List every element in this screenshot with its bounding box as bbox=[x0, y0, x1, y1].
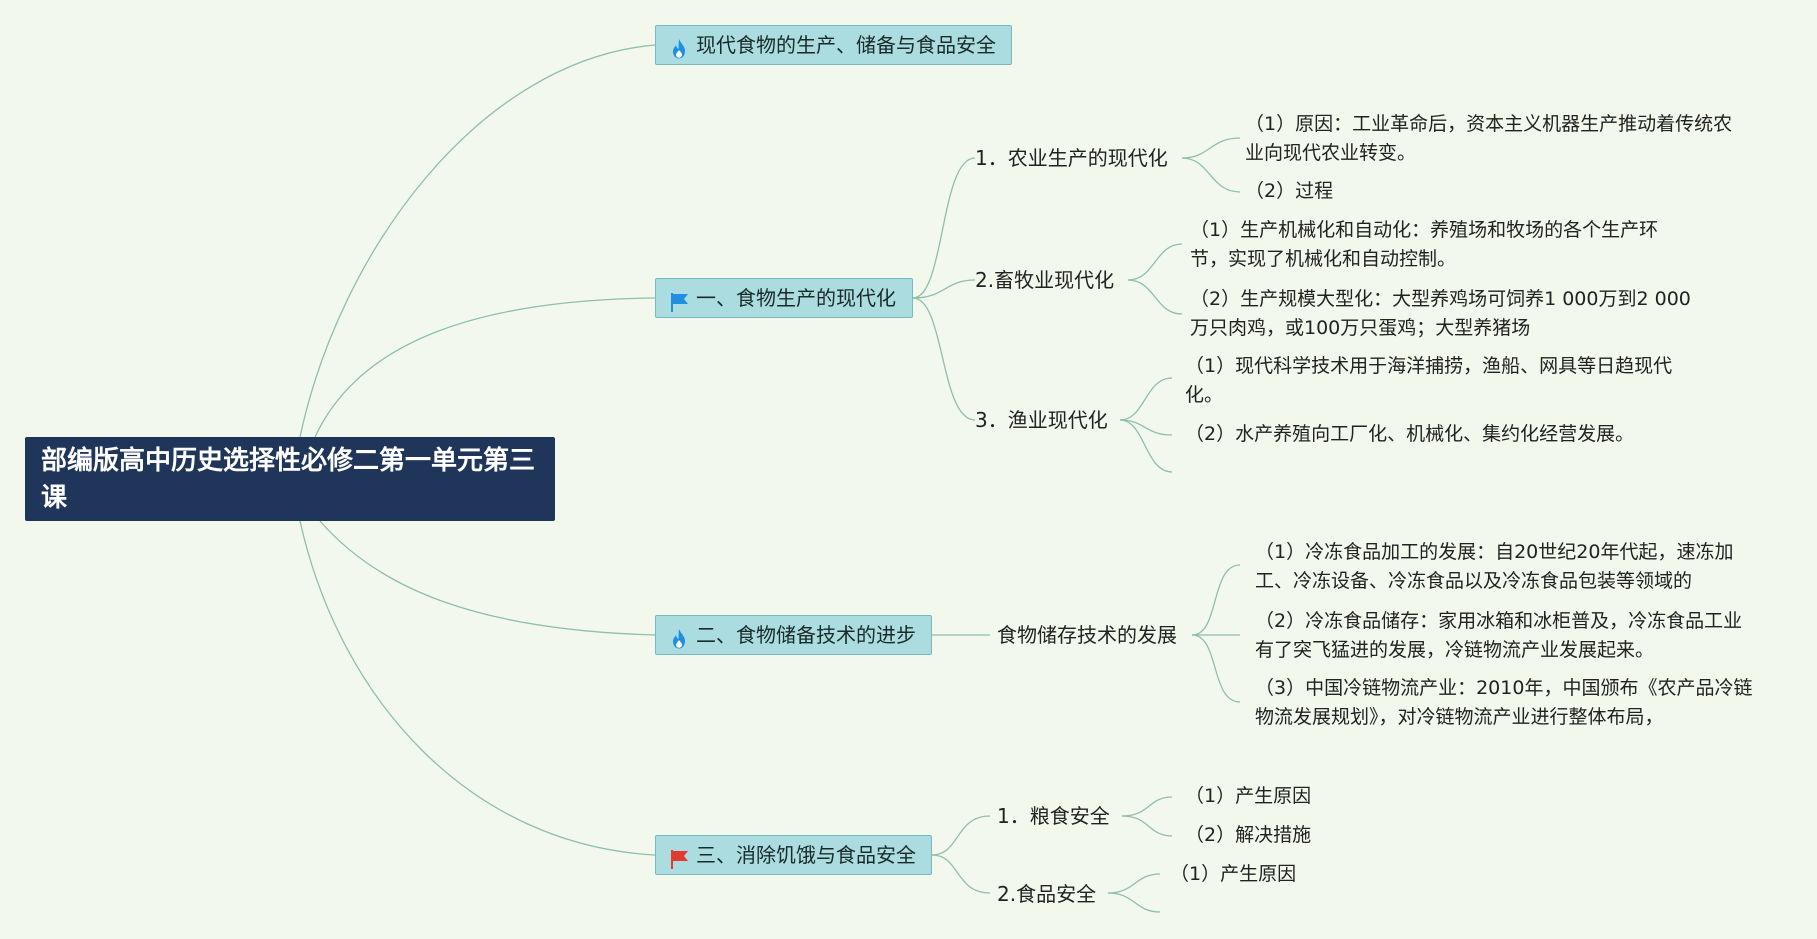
detail-grain-cause[interactable]: （1）产生原因 bbox=[1185, 785, 1312, 807]
topic-food-storage[interactable]: 二、食物储备技术的进步 bbox=[655, 615, 932, 655]
link-root-t2 bbox=[319, 520, 656, 636]
subtopic-grain-security[interactable]: 1．粮食安全 bbox=[997, 804, 1110, 828]
topic-overview-label: 现代食物的生产、储备与食品安全 bbox=[696, 33, 996, 57]
flag-blue-icon bbox=[668, 287, 690, 312]
subtopic-livestock[interactable]: 2.畜牧业现代化 bbox=[975, 268, 1115, 292]
link-c31-d1 bbox=[1121, 796, 1173, 817]
link-c1-d1 bbox=[1181, 137, 1241, 159]
topic-food-production-label: 一、食物生产的现代化 bbox=[696, 286, 896, 310]
link-c21-d3 bbox=[1191, 634, 1241, 703]
link-c31-d2 bbox=[1121, 815, 1173, 837]
subtopic-fishery[interactable]: 3．渔业现代化 bbox=[975, 408, 1108, 432]
link-t1-c3 bbox=[912, 297, 976, 421]
detail-livestock-scale[interactable]: （2）生产规模大型化：大型养鸡场可饲养1 000万到2 000万只肉鸡，或100… bbox=[1190, 288, 1691, 339]
detail-cold-chain[interactable]: （3）中国冷链物流产业：2010年，中国颁布《农产品冷链物流发展规划》，对冷链物… bbox=[1255, 677, 1753, 728]
link-c1-d2 bbox=[1181, 157, 1241, 193]
detail-grain-measures[interactable]: （2）解决措施 bbox=[1185, 824, 1312, 846]
detail-safety-cause[interactable]: （1）产生原因 bbox=[1170, 863, 1297, 885]
subtopic-food-safety[interactable]: 2.食品安全 bbox=[997, 882, 1097, 906]
subtopic-storage-technology[interactable]: 食物储存技术的发展 bbox=[997, 623, 1177, 647]
detail-frozen-storage[interactable]: （2）冷冻食品储存：家用冰箱和冰柜普及，冷冻食品工业有了突飞猛进的发展，冷链物流… bbox=[1255, 610, 1743, 661]
detail-frozen-processing[interactable]: （1）冷冻食品加工的发展：自20世纪20年代起，速冻加工、冷冻设备、冷冻食品以及… bbox=[1255, 541, 1734, 592]
topic-food-storage-label: 二、食物储备技术的进步 bbox=[696, 623, 916, 647]
link-c3-d2 bbox=[1119, 419, 1173, 436]
link-t1-c2 bbox=[912, 279, 976, 299]
topic-food-security[interactable]: 三、消除饥饿与食品安全 bbox=[655, 835, 932, 875]
detail-agriculture-cause[interactable]: （1）原因：工业革命后，资本主义机器生产推动着传统农业向现代农业转变。 bbox=[1245, 113, 1733, 164]
topic-overview[interactable]: 现代食物的生产、储备与食品安全 bbox=[655, 25, 1012, 65]
link-c32-d2 bbox=[1107, 892, 1161, 913]
link-t3-c2 bbox=[931, 854, 991, 894]
fire-icon bbox=[668, 34, 690, 59]
detail-livestock-mechanization[interactable]: （1）生产机械化和自动化：养殖场和牧场的各个生产环节，实现了机械化和自动控制。 bbox=[1190, 219, 1659, 270]
link-c2-d2 bbox=[1127, 279, 1183, 315]
fire-icon bbox=[668, 624, 690, 649]
link-c3-d3 bbox=[1119, 419, 1173, 473]
link-t1-c1 bbox=[912, 157, 976, 299]
detail-fishery-aquaculture[interactable]: （2）水产养殖向工厂化、机械化、集约化经营发展。 bbox=[1185, 423, 1635, 445]
detail-agriculture-process[interactable]: （2）过程 bbox=[1245, 180, 1334, 202]
topic-food-security-label: 三、消除饥饿与食品安全 bbox=[696, 843, 916, 867]
flag-red-icon bbox=[668, 844, 690, 869]
detail-fishery-technology[interactable]: （1）现代科学技术用于海洋捕捞，渔船、网具等日趋现代化。 bbox=[1185, 355, 1673, 406]
root-node[interactable]: 部编版高中历史选择性必修二第一单元第三课 bbox=[25, 437, 555, 521]
link-c32-d1 bbox=[1107, 873, 1161, 894]
topic-food-production[interactable]: 一、食物生产的现代化 bbox=[655, 278, 913, 318]
link-c21-d1 bbox=[1191, 564, 1241, 636]
link-root-t3 bbox=[299, 520, 656, 856]
link-c3-d1 bbox=[1119, 377, 1173, 421]
link-t3-c1 bbox=[931, 815, 991, 856]
subtopic-agriculture[interactable]: 1．农业生产的现代化 bbox=[975, 146, 1168, 170]
link-root-t0 bbox=[299, 44, 656, 438]
link-root-t1 bbox=[314, 297, 656, 438]
link-c2-d1 bbox=[1127, 243, 1183, 281]
